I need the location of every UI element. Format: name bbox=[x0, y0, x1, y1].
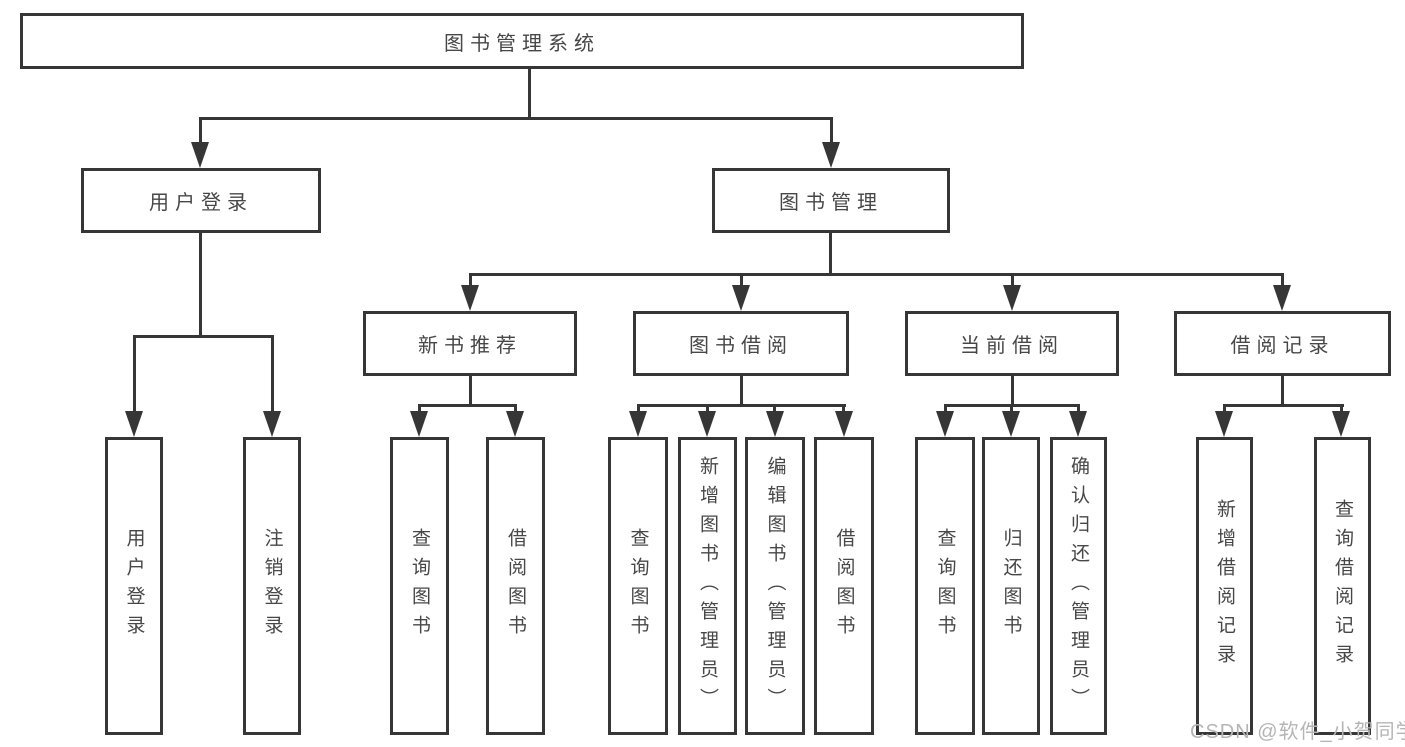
node-borrow-records-label: 借阅记录 bbox=[1230, 335, 1335, 357]
node-user-login-label: 用户登录 bbox=[149, 192, 253, 214]
arrow-down-icon bbox=[1332, 411, 1350, 437]
node-root: 图书管理系统 bbox=[20, 13, 1024, 69]
leaf-br-query-record: 查询借阅记录 bbox=[1314, 437, 1371, 735]
arrow-down-icon bbox=[506, 411, 524, 437]
leaf-bb-add-books-admin-label: 新增图书（管理员） bbox=[697, 455, 718, 717]
leaf-cb-confirm-return-admin-label: 确认归还（管理员） bbox=[1068, 455, 1089, 717]
connector-newbook-branch bbox=[418, 404, 517, 407]
connector-borrow-drop-1 bbox=[637, 404, 640, 413]
arrow-down-icon bbox=[1273, 285, 1291, 311]
leaf-cb-return-books-label: 归还图书 bbox=[1000, 528, 1022, 644]
node-user-login: 用户登录 bbox=[81, 168, 321, 233]
node-book-management: 图书管理 bbox=[712, 168, 950, 233]
connector-userlogin-drop-1 bbox=[133, 335, 136, 413]
arrow-down-icon bbox=[191, 142, 209, 168]
leaf-user-login-label: 用户登录 bbox=[123, 528, 145, 644]
leaf-bb-add-books-admin: 新增图书（管理员） bbox=[678, 437, 737, 735]
connector-current-drop-3 bbox=[1077, 404, 1080, 413]
arrow-down-icon bbox=[263, 411, 281, 437]
connector-borrow-stem bbox=[740, 375, 743, 407]
arrow-down-icon bbox=[1069, 411, 1087, 437]
node-borrow-records: 借阅记录 bbox=[1174, 311, 1391, 376]
connector-newbook-drop-1 bbox=[418, 404, 421, 413]
connector-current-drop-1 bbox=[944, 404, 947, 413]
connector-root-branch bbox=[199, 117, 832, 120]
connector-bookmgmt-drop-3 bbox=[1011, 273, 1014, 287]
node-book-management-label: 图书管理 bbox=[779, 192, 883, 214]
leaf-bb-edit-books-admin-label: 编辑图书（管理员） bbox=[764, 455, 786, 717]
arrow-down-icon bbox=[822, 142, 840, 168]
connector-root-drop-right bbox=[830, 117, 833, 145]
node-root-label: 图书管理系统 bbox=[444, 32, 600, 55]
leaf-bb-borrow-books: 借阅图书 bbox=[814, 437, 874, 735]
connector-records-drop-1 bbox=[1223, 404, 1226, 413]
arrow-down-icon bbox=[732, 285, 750, 311]
leaf-bb-edit-books-admin: 编辑图书（管理员） bbox=[745, 437, 805, 735]
node-current-borrow: 当前借阅 bbox=[905, 311, 1119, 376]
connector-bookmgmt-drop-2 bbox=[740, 273, 743, 287]
connector-borrow-branch bbox=[637, 404, 846, 407]
leaf-bb-borrow-books-label: 借阅图书 bbox=[833, 528, 855, 644]
watermark: CSDN @软件_小贺同学 bbox=[1190, 721, 1405, 743]
leaf-cb-query-books-label: 查询图书 bbox=[934, 528, 956, 644]
connector-newbook-stem bbox=[469, 375, 472, 407]
leaf-nb-query-books-label: 查询图书 bbox=[409, 528, 430, 644]
connector-records-drop-2 bbox=[1340, 404, 1343, 413]
leaf-cb-query-books: 查询图书 bbox=[915, 437, 975, 735]
arrow-down-icon bbox=[1215, 411, 1233, 437]
connector-bookmgmt-branch bbox=[469, 273, 1284, 276]
connector-userlogin-drop-2 bbox=[271, 335, 274, 413]
connector-records-branch bbox=[1223, 404, 1344, 407]
leaf-user-login: 用户登录 bbox=[105, 437, 163, 735]
leaf-br-add-record-label: 新增借阅记录 bbox=[1214, 499, 1235, 673]
arrow-down-icon bbox=[1003, 285, 1021, 311]
connector-borrow-drop-2 bbox=[706, 404, 709, 413]
connector-current-stem bbox=[1011, 375, 1014, 407]
connector-bookmgmt-drop-4 bbox=[1281, 273, 1284, 287]
leaf-logout: 注销登录 bbox=[243, 437, 301, 735]
connector-bookmgmt-stem bbox=[829, 232, 832, 275]
connector-bookmgmt-drop-1 bbox=[469, 273, 472, 287]
arrow-down-icon bbox=[835, 411, 853, 437]
leaf-bb-query-books-label: 查询图书 bbox=[627, 528, 649, 644]
connector-records-stem bbox=[1281, 375, 1284, 407]
leaf-bb-query-books: 查询图书 bbox=[608, 437, 668, 735]
leaf-cb-return-books: 归还图书 bbox=[982, 437, 1040, 735]
node-current-borrow-label: 当前借阅 bbox=[960, 335, 1064, 357]
connector-borrow-drop-4 bbox=[842, 404, 845, 413]
connector-borrow-drop-3 bbox=[773, 404, 776, 413]
leaf-nb-borrow-books-label: 借阅图书 bbox=[505, 528, 526, 644]
arrow-down-icon bbox=[410, 411, 428, 437]
leaf-logout-label: 注销登录 bbox=[261, 528, 283, 644]
leaf-nb-query-books: 查询图书 bbox=[390, 437, 449, 735]
arrow-down-icon bbox=[698, 411, 716, 437]
arrow-down-icon bbox=[461, 285, 479, 311]
leaf-nb-borrow-books: 借阅图书 bbox=[486, 437, 545, 735]
arrow-down-icon bbox=[936, 411, 954, 437]
arrow-down-icon bbox=[629, 411, 647, 437]
leaf-cb-confirm-return-admin: 确认归还（管理员） bbox=[1050, 437, 1107, 735]
connector-userlogin-branch bbox=[133, 335, 274, 338]
node-new-book-recommend: 新书推荐 bbox=[363, 311, 577, 376]
connector-userlogin-stem bbox=[199, 232, 202, 337]
connector-current-drop-2 bbox=[1010, 404, 1013, 413]
arrow-down-icon bbox=[766, 411, 784, 437]
node-book-borrow-label: 图书借阅 bbox=[689, 335, 793, 357]
connector-newbook-drop-2 bbox=[514, 404, 517, 413]
connector-root-stem bbox=[528, 68, 531, 119]
connector-root-drop-left bbox=[199, 117, 202, 145]
arrow-down-icon bbox=[125, 411, 143, 437]
leaf-br-add-record: 新增借阅记录 bbox=[1196, 437, 1253, 735]
leaf-br-query-record-label: 查询借阅记录 bbox=[1332, 499, 1353, 673]
arrow-down-icon bbox=[1002, 411, 1020, 437]
node-new-book-recommend-label: 新书推荐 bbox=[418, 335, 522, 357]
node-book-borrow: 图书借阅 bbox=[633, 311, 849, 376]
